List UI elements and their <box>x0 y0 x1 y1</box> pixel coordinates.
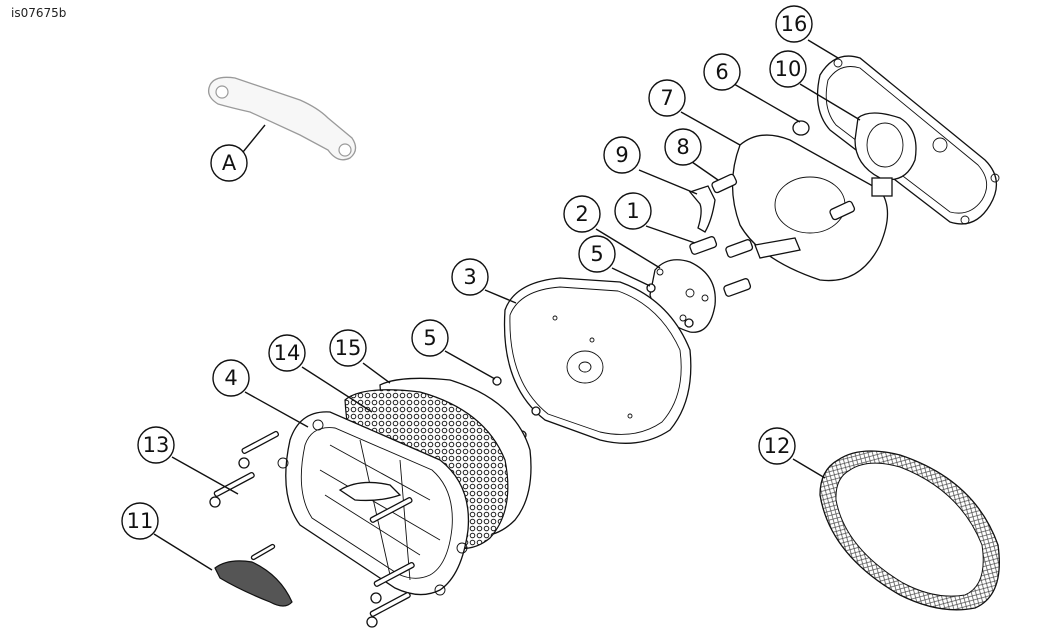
callout-16: 16 <box>775 5 813 43</box>
svg-text:11: 11 <box>127 509 154 533</box>
callout-4: 4 <box>212 359 250 397</box>
breather-bolt-8 <box>711 173 856 221</box>
callout-14: 14 <box>268 334 306 372</box>
svg-text:15: 15 <box>335 336 362 360</box>
svg-text:1: 1 <box>626 199 639 223</box>
svg-text:A: A <box>222 151 237 175</box>
callout-3: 3 <box>451 258 489 296</box>
leader-lines <box>153 39 861 571</box>
svg-text:12: 12 <box>764 434 791 458</box>
bracket-a <box>207 76 357 161</box>
callout-6: 6 <box>703 53 741 91</box>
callout-2: 2 <box>563 195 601 233</box>
mesh-screen-12 <box>819 450 1000 611</box>
svg-text:8: 8 <box>676 135 689 159</box>
callout-15: 15 <box>329 329 367 367</box>
svg-text:16: 16 <box>781 12 808 36</box>
filter-cover-3 <box>503 277 692 444</box>
callout-1: 1 <box>614 192 652 230</box>
callout-10: 10 <box>769 50 807 88</box>
callout-A: A <box>210 144 248 182</box>
svg-text:5: 5 <box>590 242 603 266</box>
callout-5-upper: 5 <box>578 235 616 273</box>
callout-8: 8 <box>664 128 702 166</box>
document-id: is07675b <box>11 6 67 20</box>
svg-text:10: 10 <box>775 57 802 81</box>
svg-text:5: 5 <box>423 326 436 350</box>
callout-9: 9 <box>603 136 641 174</box>
bolt-13 <box>209 430 415 628</box>
svg-text:13: 13 <box>143 433 170 457</box>
callout-7: 7 <box>648 79 686 117</box>
svg-text:4: 4 <box>224 366 237 390</box>
callout-12: 12 <box>758 427 796 465</box>
svg-text:6: 6 <box>715 60 728 84</box>
svg-text:9: 9 <box>615 143 628 167</box>
callout-5-lower: 5 <box>411 319 449 357</box>
callout-13: 13 <box>137 426 175 464</box>
washer-6 <box>792 120 810 136</box>
fitting-1 <box>689 236 754 297</box>
clip-9 <box>688 185 716 233</box>
trim-insert-11 <box>214 543 293 607</box>
svg-text:14: 14 <box>274 341 301 365</box>
callout-11: 11 <box>121 502 159 540</box>
svg-text:2: 2 <box>575 202 588 226</box>
cover-4 <box>277 411 470 596</box>
svg-text:7: 7 <box>660 86 673 110</box>
svg-text:3: 3 <box>463 265 476 289</box>
seal-plate-10 <box>854 112 917 181</box>
backplate-7 <box>731 134 893 282</box>
